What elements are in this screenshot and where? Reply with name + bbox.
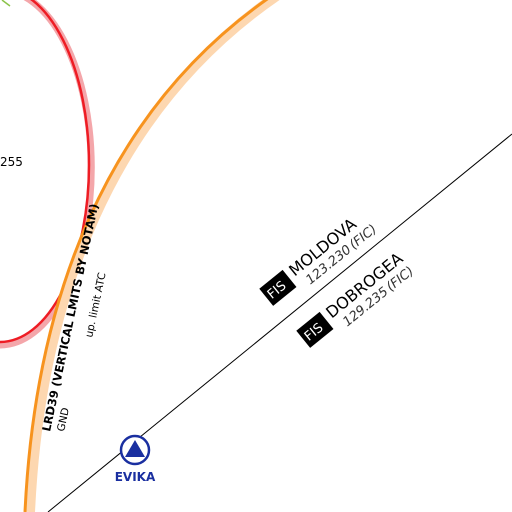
lrd39-upper-limit: up. limit ATC bbox=[83, 272, 108, 339]
red-zone-boundary bbox=[0, 0, 91, 344]
lrd39-lower-limit: GND bbox=[55, 407, 72, 433]
waypoint-evika[interactable]: EVIKA bbox=[115, 434, 156, 484]
fis-badge bbox=[296, 311, 334, 348]
waypoint-name: EVIKA bbox=[115, 470, 156, 484]
fir-boundary-line bbox=[47, 133, 512, 512]
lrd39-halo bbox=[25, 0, 280, 512]
waypoint-triangle bbox=[125, 440, 145, 457]
fis-badge bbox=[259, 269, 297, 306]
green-tick bbox=[1, 0, 11, 7]
red-zone bbox=[0, 0, 95, 349]
cut-frequency-label: 255 bbox=[0, 155, 23, 169]
lrd39-boundary bbox=[23, 0, 269, 512]
lrd39-zone bbox=[23, 0, 280, 512]
lrd39-lower-limit-text: GND bbox=[55, 407, 72, 433]
lrd39-upper-limit-text: up. limit ATC bbox=[83, 272, 108, 339]
